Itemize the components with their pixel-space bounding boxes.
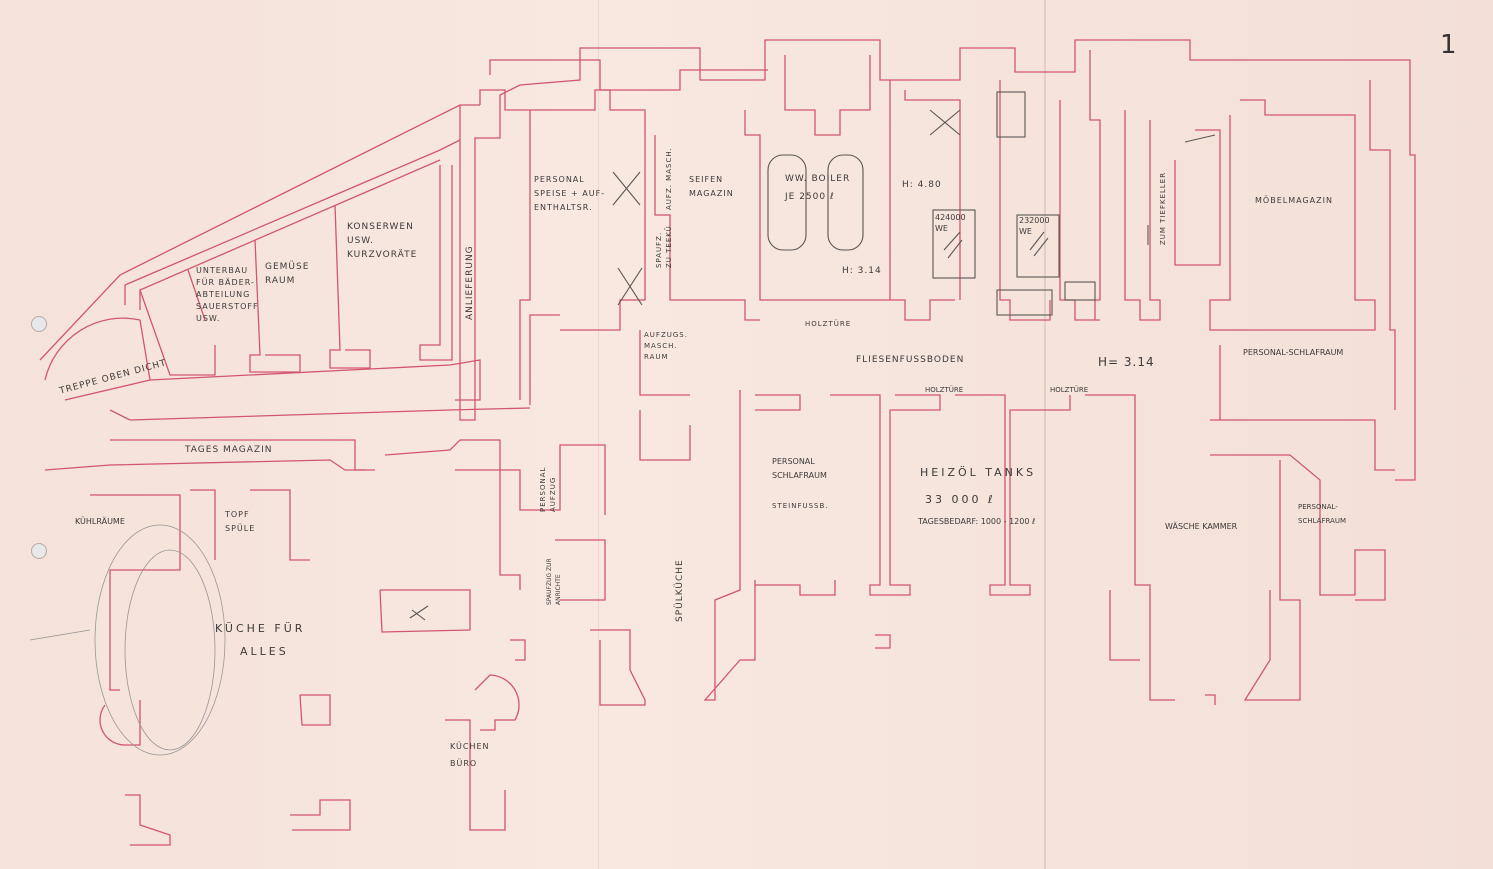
label-tiefkeller: ZUM TIEFKELLER	[1159, 171, 1167, 245]
label-kuehl: KÜHLRÄUME	[75, 517, 125, 526]
label-moebel: MÖBELMAGAZIN	[1255, 196, 1333, 205]
label-aufz-masch: AUFZ. MASCH.	[665, 147, 673, 210]
label-holztuere-1: HOLZTÜRE	[805, 320, 852, 328]
label-unterbau: UNTERBAU FÜR BÄDER- ABTEILUNG SAUERSTOFF…	[196, 266, 259, 323]
label-kueche-1: KÜCHE FÜR	[215, 622, 306, 635]
label-spaufzug-anrichte: SPAUFZUG ZUR ANRICHTE	[546, 558, 562, 605]
label-h480: H: 4.80	[902, 180, 942, 190]
label-personal-schlaf-ne: PERSONAL-SCHLAFRAUM	[1243, 348, 1344, 357]
label-aufzugs-masch: AUFZUGS. MASCH. RAUM	[644, 331, 688, 361]
label-fliesen: FLIESENFUSSBODEN	[856, 355, 965, 365]
label-personal-schlaf-se: PERSONAL- SCHLAFRAUM	[1298, 503, 1347, 525]
label-spaufz-teekue: SPAUFZ. ZU TEEKÜ	[655, 225, 673, 268]
label-h314b: H= 3.14	[1098, 355, 1155, 369]
label-holztuere-3: HOLZTÜRE	[1050, 386, 1089, 394]
label-holztuere-2: HOLZTÜRE	[925, 386, 964, 394]
label-topf: TOPF SPÜLE	[225, 510, 256, 533]
label-anlieferung: ANLIEFERUNG	[465, 245, 475, 320]
label-personal-speise: PERSONAL SPEISE + AUF- ENTHALTSR.	[534, 175, 606, 212]
punch-hole	[31, 543, 47, 559]
fold-line	[598, 0, 599, 869]
label-h314a: H: 3.14	[842, 266, 882, 276]
label-personal-schlaf-mid: PERSONAL SCHLAFRAUM	[772, 457, 827, 480]
label-tages-magazin: TAGES MAGAZIN	[185, 445, 273, 455]
label-gemuese: GEMÜSE RAUM	[265, 262, 310, 286]
label-seifen: SEIFEN MAGAZIN	[689, 175, 734, 198]
page-number: 1	[1440, 30, 1457, 60]
label-konserven: KONSERWEN USW. KURZVORÄTE	[347, 222, 418, 260]
label-heizoel-volume: 33 000 ℓ	[925, 493, 996, 506]
label-we1: 424000 WE	[935, 213, 966, 233]
label-steinfuss: STEINFUSSB.	[772, 502, 829, 510]
label-tagesbedarf: TAGESBEDARF: 1000 - 1200 ℓ	[918, 517, 1036, 526]
label-personal-aufzug: PERSONAL AUFZUG	[539, 466, 557, 512]
fold-line	[1044, 0, 1046, 869]
label-spuelkueche: SPÜLKÜCHE	[675, 559, 685, 622]
walls	[39, 39, 1416, 846]
pencil-marks	[29, 91, 1216, 756]
label-kuechenbuero: KÜCHEN BÜRO	[450, 742, 490, 768]
label-heizoel: HEIZÖL TANKS	[920, 466, 1037, 479]
label-waesche: WÄSCHE KAMMER	[1165, 522, 1238, 531]
label-we2: 232000 WE	[1019, 216, 1050, 236]
label-boiler: WW. BOILER JE 2500 ℓ	[785, 174, 851, 202]
punch-hole	[31, 316, 47, 332]
label-kueche-2: ALLES	[240, 645, 289, 658]
